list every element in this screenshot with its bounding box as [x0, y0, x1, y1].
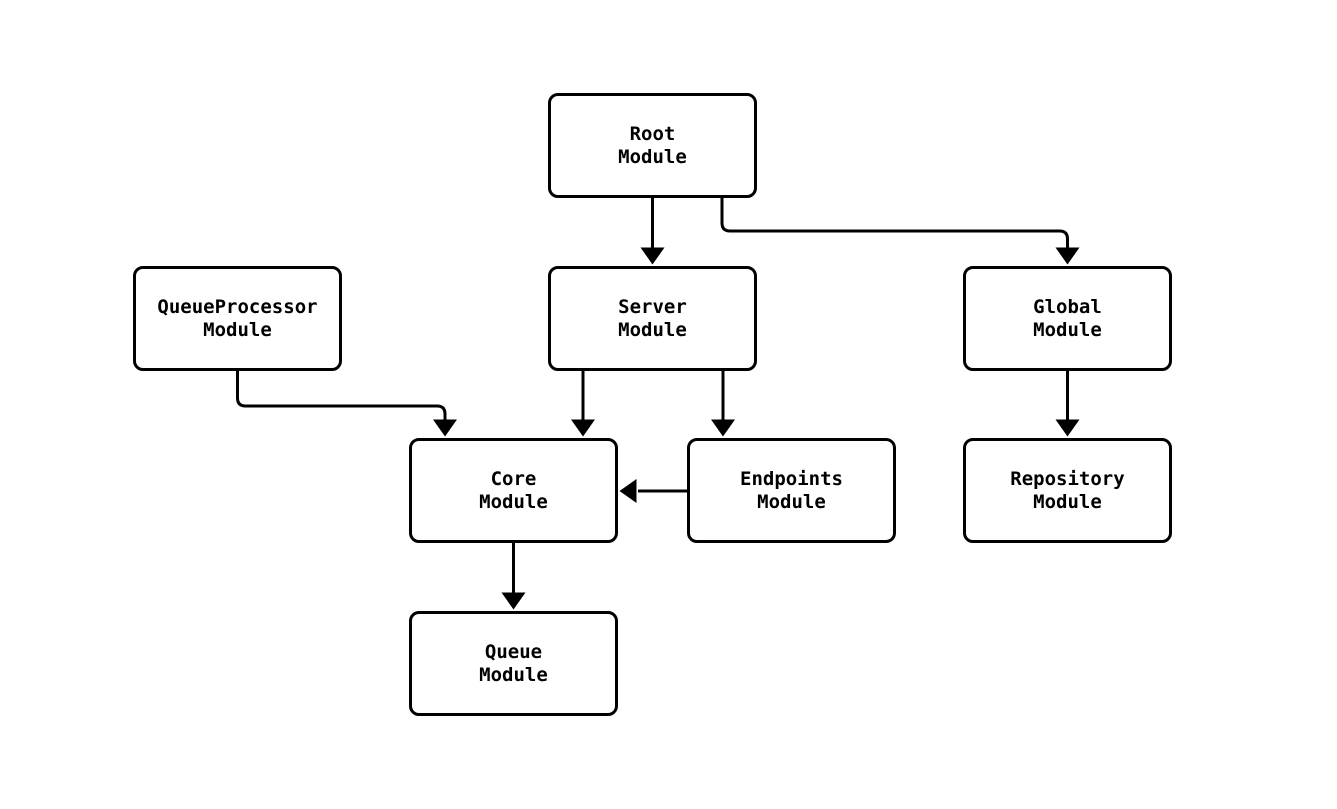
- arrowhead-down-icon: [1055, 247, 1080, 265]
- node-label: Root: [629, 122, 676, 145]
- node-label: Module: [757, 490, 826, 513]
- arrowhead-down-icon: [433, 419, 457, 437]
- arrowhead-down-icon: [711, 419, 735, 437]
- node-label: Endpoints: [740, 467, 843, 490]
- node-queue-module: Queue Module: [409, 611, 618, 716]
- edge-root-to-server: [640, 197, 665, 265]
- node-label: Module: [618, 318, 687, 341]
- node-label: Module: [618, 145, 687, 168]
- edge-queueprocessor-to-core: [236, 370, 457, 437]
- edge-global-to-repository: [1055, 370, 1080, 437]
- node-global-module: Global Module: [963, 266, 1172, 371]
- edge-root-to-global: [720, 197, 1080, 265]
- node-core-module: Core Module: [409, 438, 618, 543]
- node-label: Module: [1033, 318, 1102, 341]
- node-label: Queue: [484, 640, 543, 663]
- node-server-module: Server Module: [548, 266, 757, 371]
- node-label: Global: [1033, 295, 1102, 318]
- arrowhead-down-icon: [1055, 419, 1080, 437]
- node-label: Server: [618, 295, 687, 318]
- node-endpoints-module: Endpoints Module: [687, 438, 896, 543]
- node-label: QueueProcessor: [157, 295, 318, 318]
- arrowhead-left-icon: [619, 479, 637, 503]
- node-repository-module: Repository Module: [963, 438, 1172, 543]
- node-label: Module: [479, 490, 548, 513]
- node-label: Repository: [1010, 467, 1125, 490]
- node-root-module: Root Module: [548, 93, 757, 198]
- node-queueprocessor-module: QueueProcessor Module: [133, 266, 342, 371]
- edge-server-to-core: [571, 370, 595, 437]
- arrowhead-down-icon: [501, 592, 526, 610]
- edge-core-to-queue: [501, 543, 526, 610]
- node-label: Module: [1033, 490, 1102, 513]
- node-label: Core: [490, 467, 537, 490]
- node-label: Module: [479, 663, 548, 686]
- arrowhead-down-icon: [571, 419, 595, 437]
- arrowhead-down-icon: [640, 247, 665, 265]
- node-label: Module: [203, 318, 272, 341]
- edge-endpoints-to-core: [619, 479, 687, 503]
- edge-server-to-endpoints: [711, 370, 735, 437]
